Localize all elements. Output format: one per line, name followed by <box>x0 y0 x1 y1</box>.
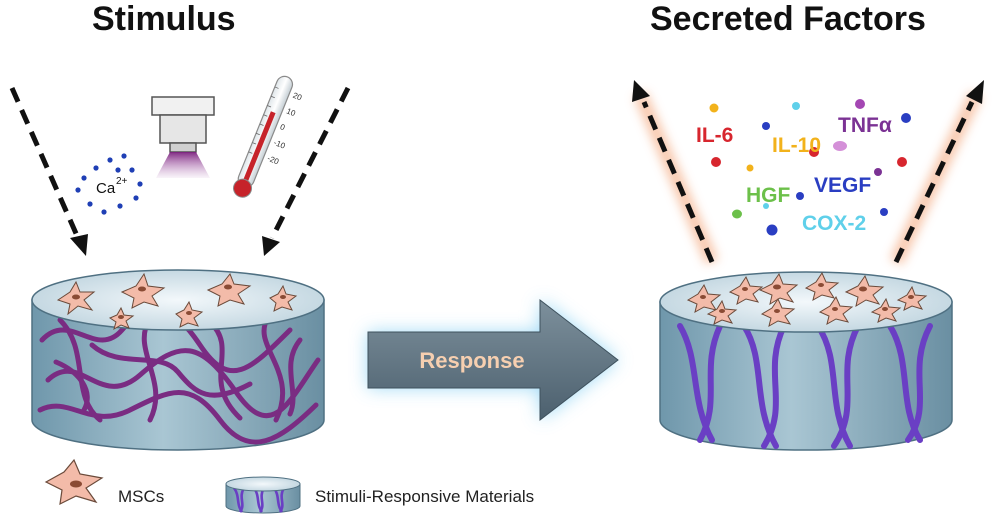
legend-msc-icon <box>44 458 104 506</box>
right-dish <box>659 271 953 451</box>
legend-material-icon <box>225 476 301 514</box>
factor-hgf: HGF <box>746 184 791 207</box>
factor-tnfa: TNFα <box>838 114 892 137</box>
calcium-label: Ca <box>96 180 116 197</box>
title-secreted-factors: Secreted Factors <box>650 0 926 38</box>
legend-msc-label: MSCs <box>118 487 165 506</box>
secretion-arrow-left <box>632 80 719 265</box>
thermo-tick-3: -10 <box>272 138 287 151</box>
factor-il10: IL-10 <box>772 134 821 157</box>
stimulus-arrow-left <box>9 86 88 256</box>
factor-cox2: COX-2 <box>802 212 866 235</box>
left-dish <box>31 269 325 451</box>
factor-il6: IL-6 <box>696 124 733 147</box>
thermo-tick-4: -20 <box>266 154 281 167</box>
thermo-tick-2: 0 <box>279 122 287 132</box>
factor-dots <box>709 99 911 236</box>
thermo-tick-0: 20 <box>291 91 303 103</box>
calcium-charge: 2+ <box>116 176 128 187</box>
response-arrow <box>367 298 619 422</box>
aligned-fibers <box>677 323 933 449</box>
thermometer-icon: 20 10 0 -10 -20 <box>233 75 304 198</box>
factor-vegf: VEGF <box>814 174 871 197</box>
calcium-ion-dots <box>75 153 143 215</box>
secretion-arrow-right <box>889 80 984 266</box>
thermo-tick-1: 10 <box>285 106 297 118</box>
stimulus-arrow-right <box>262 86 351 256</box>
title-stimulus: Stimulus <box>92 0 236 38</box>
response-label: Response <box>419 348 524 373</box>
legend-material-label: Stimuli-Responsive Materials <box>315 487 535 506</box>
light-source-icon <box>151 96 215 178</box>
